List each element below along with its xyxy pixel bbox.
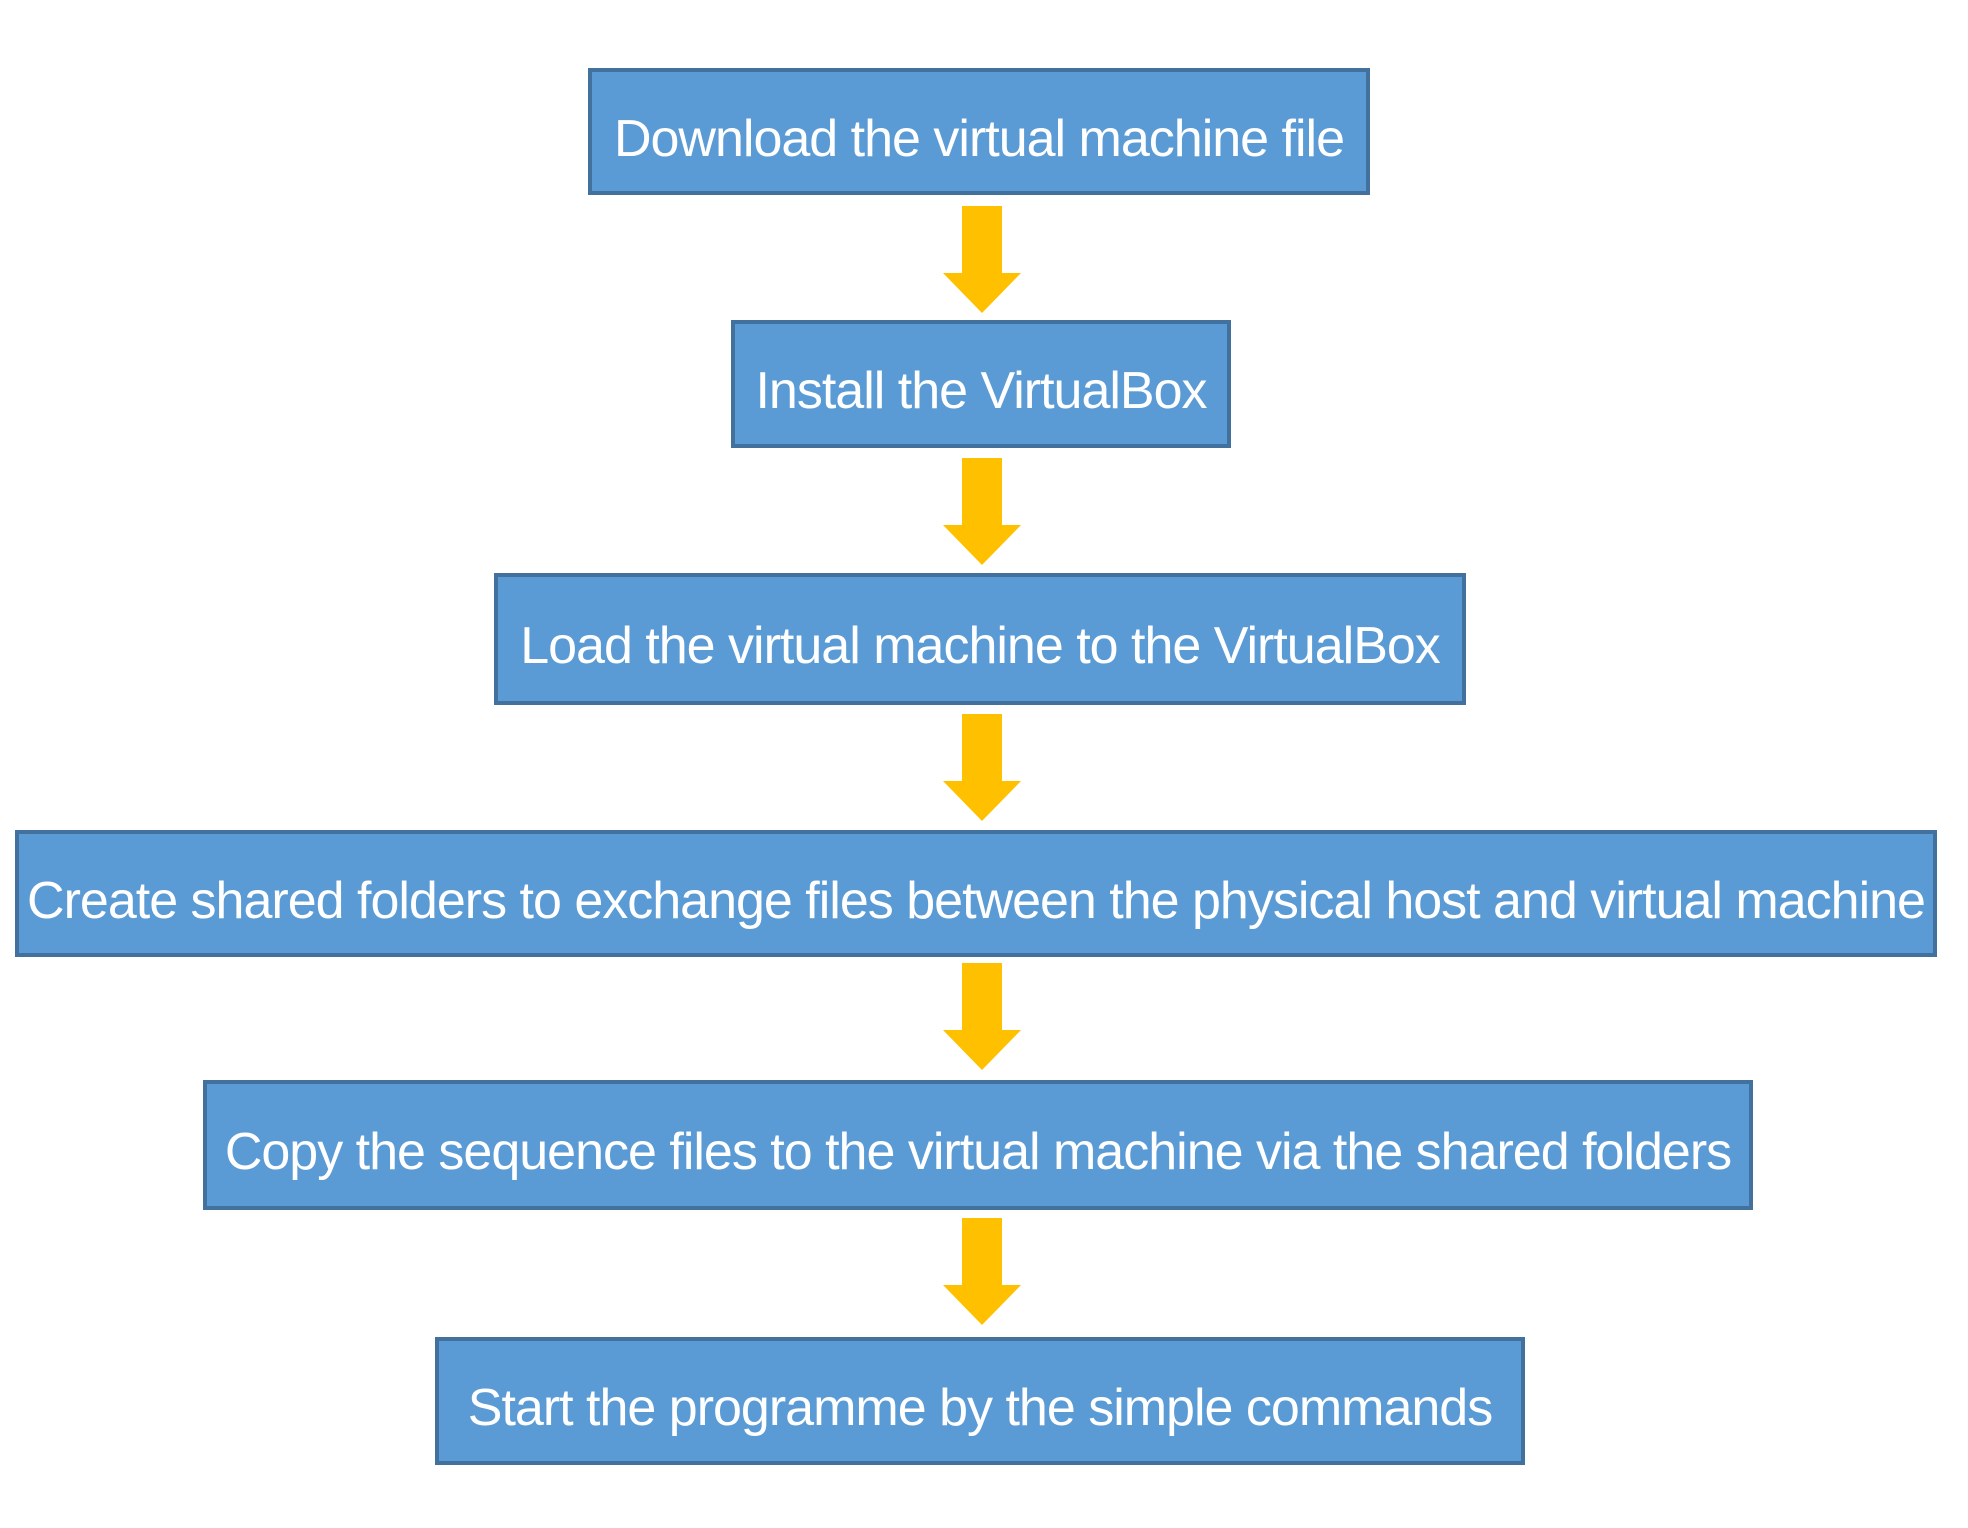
flow-step-start-programme: Start the programme by the simple comman… bbox=[435, 1337, 1525, 1465]
down-arrow-icon bbox=[943, 714, 1021, 821]
flow-step-label: Copy the sequence files to the virtual m… bbox=[224, 1123, 1732, 1181]
down-arrow-icon bbox=[943, 963, 1021, 1070]
flow-step-label: Create shared folders to exchange files … bbox=[27, 871, 1926, 930]
flow-step-create-shared-folders: Create shared folders to exchange files … bbox=[15, 830, 1937, 957]
flow-step-label: Download the virtual machine file bbox=[613, 109, 1345, 168]
down-arrow-icon bbox=[943, 458, 1021, 565]
flow-step-label: Start the programme by the simple comman… bbox=[467, 1379, 1493, 1437]
down-arrow-icon bbox=[943, 1218, 1021, 1325]
flow-step-load-vm: Load the virtual machine to the VirtualB… bbox=[494, 573, 1466, 705]
flow-step-label: Install the VirtualBox bbox=[755, 362, 1207, 420]
flow-step-download-vm-file: Download the virtual machine file bbox=[588, 68, 1370, 195]
flow-step-install-virtualbox: Install the VirtualBox bbox=[731, 320, 1231, 448]
flow-step-copy-sequence-files: Copy the sequence files to the virtual m… bbox=[203, 1080, 1753, 1210]
flow-step-label: Load the virtual machine to the VirtualB… bbox=[520, 617, 1441, 675]
down-arrow-icon bbox=[943, 206, 1021, 313]
